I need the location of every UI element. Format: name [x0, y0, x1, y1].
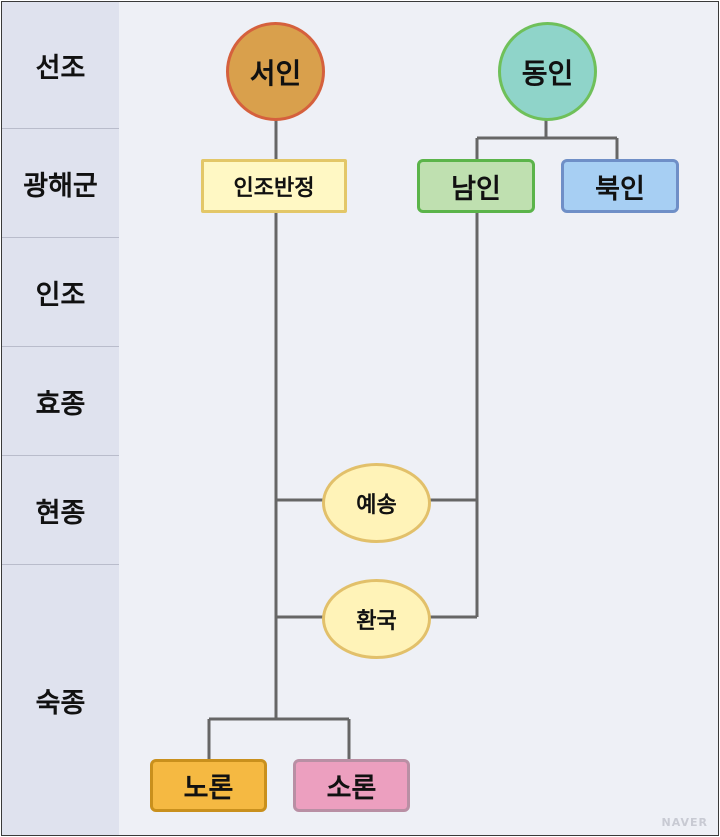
reign-gwanghaegun: 광해군 — [2, 129, 119, 238]
event-yesong-label: 예송 — [356, 493, 397, 518]
naver-watermark: NAVER — [661, 816, 708, 829]
faction-soron-label: 소론 — [326, 773, 377, 804]
reign-hyeonjong: 현종 — [2, 456, 119, 565]
faction-seoin-label: 서인 — [249, 56, 302, 90]
faction-soron: 소론 — [293, 759, 410, 812]
faction-dongin-label: 동인 — [521, 56, 574, 90]
event-yesong: 예송 — [322, 463, 431, 543]
reign-injo: 인조 — [2, 238, 119, 347]
faction-namin-label: 남인 — [451, 173, 501, 205]
faction-seoin: 서인 — [226, 22, 325, 121]
reign-seonjo: 선조 — [2, 2, 119, 129]
reign-sidebar: 선조 광해군 인조 효종 현종 숙종 — [2, 2, 119, 835]
faction-dongin: 동인 — [498, 22, 597, 121]
faction-noron: 노론 — [150, 759, 267, 812]
event-injo-coup-label: 인조반정 — [233, 176, 315, 201]
reign-sukjong: 숙종 — [35, 687, 86, 719]
reign-hyojong: 효종 — [2, 347, 119, 456]
faction-namin: 남인 — [417, 159, 535, 213]
faction-noron-label: 노론 — [183, 773, 234, 804]
faction-bugin-label: 북인 — [595, 173, 645, 205]
event-injo-coup: 인조반정 — [201, 159, 347, 213]
faction-bugin: 북인 — [561, 159, 679, 213]
event-hwanguk-label: 환국 — [356, 609, 397, 634]
event-hwanguk: 환국 — [322, 579, 431, 659]
